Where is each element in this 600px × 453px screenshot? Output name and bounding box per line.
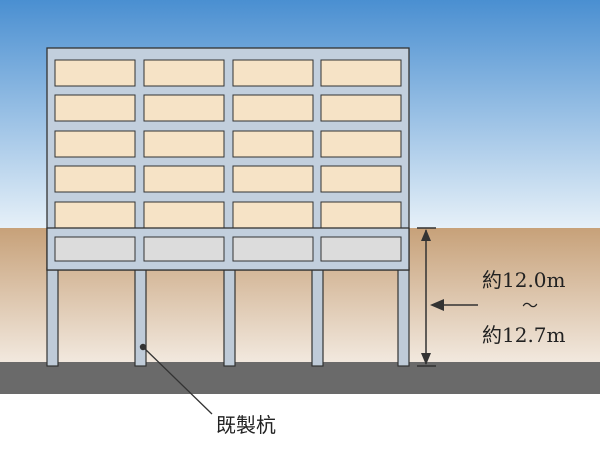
pile xyxy=(223,267,236,367)
window xyxy=(232,165,314,193)
window xyxy=(54,165,136,193)
window xyxy=(143,201,225,229)
pile-label: 既製杭 xyxy=(216,413,276,437)
window xyxy=(320,94,402,122)
window xyxy=(54,59,136,87)
bearing-layer xyxy=(0,362,600,394)
window xyxy=(320,130,402,158)
building-windows xyxy=(54,59,402,229)
pile xyxy=(311,267,324,367)
window xyxy=(320,201,402,229)
pile xyxy=(46,267,59,367)
basement-panel xyxy=(143,236,225,262)
basement-panels xyxy=(54,236,402,262)
basement-panel xyxy=(320,236,402,262)
pile xyxy=(134,267,147,367)
window xyxy=(143,165,225,193)
window xyxy=(232,59,314,87)
window xyxy=(232,94,314,122)
window xyxy=(143,94,225,122)
window xyxy=(232,130,314,158)
window xyxy=(320,59,402,87)
window xyxy=(143,130,225,158)
depth-min-label: 約12.0m xyxy=(482,268,566,292)
window xyxy=(143,59,225,87)
window xyxy=(54,94,136,122)
basement-panel xyxy=(232,236,314,262)
depth-range-tilde: ～ xyxy=(522,296,538,315)
depth-max-label: 約12.7m xyxy=(482,323,566,347)
window xyxy=(54,130,136,158)
basement-panel xyxy=(54,236,136,262)
depth-dimension xyxy=(417,227,436,367)
depth-arrow xyxy=(430,299,478,311)
pile-leader xyxy=(139,343,213,415)
window xyxy=(54,201,136,229)
background-bottom xyxy=(0,394,600,449)
pile xyxy=(397,267,410,367)
window xyxy=(232,201,314,229)
window xyxy=(320,165,402,193)
